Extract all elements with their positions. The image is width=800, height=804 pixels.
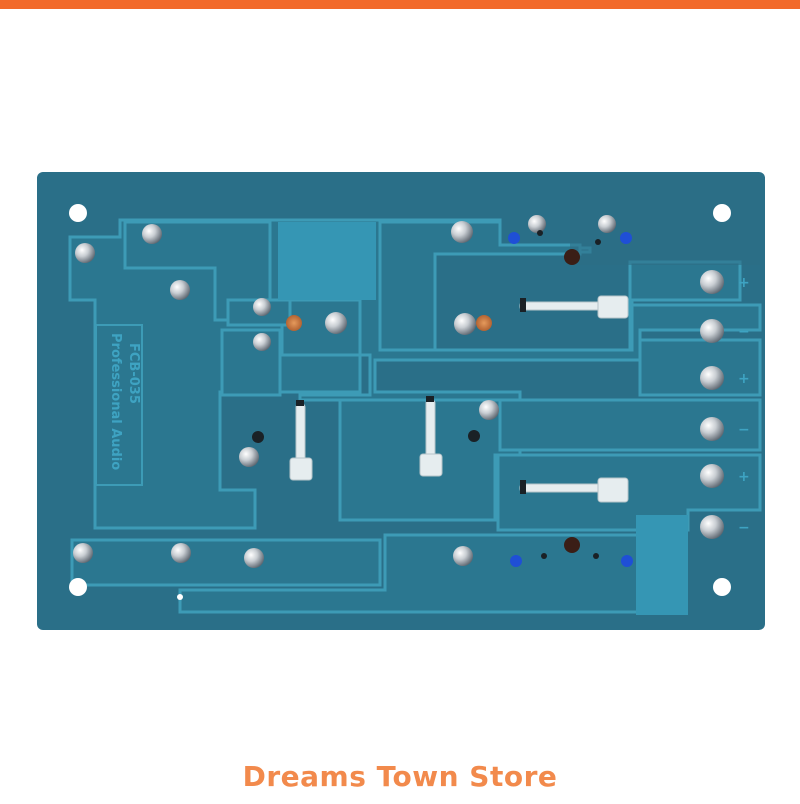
bare-area-right: [636, 515, 688, 615]
bare-area-top: [278, 222, 376, 300]
copper-pad: [476, 315, 492, 331]
copper-pad: [286, 315, 302, 331]
cable-ties: [289, 295, 629, 503]
svg-text:+: +: [738, 275, 750, 291]
copper-traces: [68, 218, 762, 614]
store-watermark: Dreams Town Store: [242, 760, 558, 793]
blue-components: [508, 232, 633, 567]
terminal-polarity-marks: + − + − + −: [738, 275, 750, 536]
mounting-holes: [69, 204, 731, 600]
solder-joints: [73, 215, 616, 568]
terminal-screws: [700, 270, 724, 539]
svg-text:−: −: [738, 520, 750, 536]
bare-area-corner: [570, 175, 760, 265]
silkscreen-text-line2: FCB-035: [126, 343, 141, 404]
silkscreen-text-line1: Professional Audio: [108, 333, 123, 470]
cable-tie-slots: [296, 298, 526, 494]
svg-text:−: −: [738, 324, 750, 340]
svg-text:−: −: [738, 422, 750, 438]
svg-text:+: +: [738, 371, 750, 387]
svg-text:+: +: [738, 469, 750, 485]
dark-pads: [252, 230, 601, 559]
silkscreen-frame: [95, 324, 143, 486]
top-accent-bar: [0, 0, 800, 9]
